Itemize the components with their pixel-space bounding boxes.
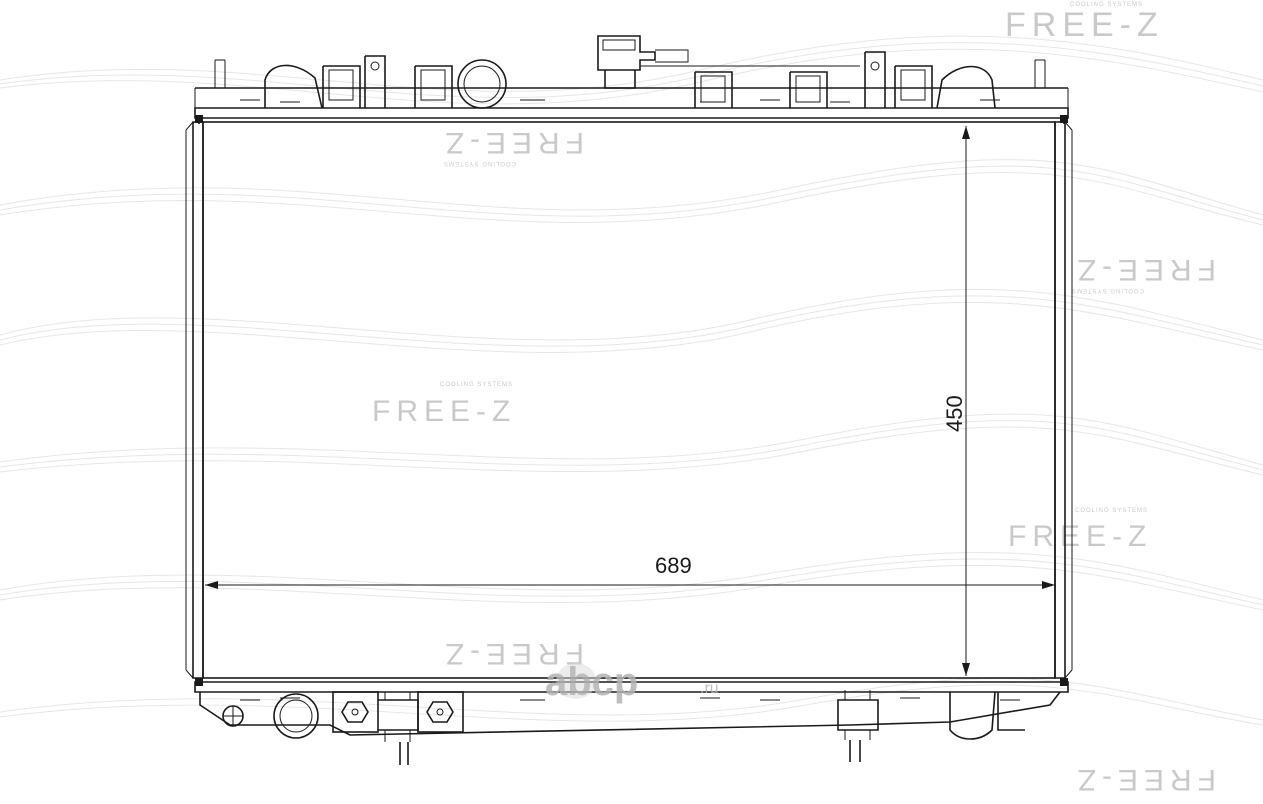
height-arrow-top (962, 126, 970, 139)
dimension-annotations: 689 450 (205, 126, 1055, 676)
watermark-tagline-mirrored-2: COOLING SYSTEMS (1071, 287, 1144, 293)
abcp-logo: abcp .ru (545, 660, 719, 704)
watermark-tagline-right: COOLING SYSTEMS (1075, 508, 1148, 514)
watermark-tagline-center: COOLING SYSTEMS (440, 382, 513, 388)
watermarks: FREE-Z COOLING SYSTEMS FREE-Z COOLING SY… (372, 2, 1216, 796)
watermark-tagline-mirrored-1: COOLING SYSTEMS (443, 160, 516, 166)
watermark-brand-mirrored-4: FREE-Z (1072, 763, 1216, 796)
watermark-brand-mirrored-3: FREE-Z (440, 637, 584, 670)
height-arrow-bottom (962, 663, 970, 676)
watermark-brand-mirrored-2: FREE-Z (1072, 253, 1216, 286)
background-waves (0, 35, 1263, 726)
abcp-logo-text: abcp (545, 660, 638, 704)
width-dimension-label: 689 (655, 553, 692, 578)
watermark-brand-mirrored-1: FREE-Z (440, 126, 584, 159)
height-dimension-label: 450 (942, 395, 967, 432)
abcp-logo-tld: .ru (700, 680, 719, 697)
watermark-tagline-top-right: COOLING SYSTEMS (1070, 2, 1143, 8)
width-arrow-right (1042, 581, 1055, 589)
watermark-brand-center: FREE-Z (372, 395, 516, 428)
watermark-brand-top-right: FREE-Z (1005, 6, 1164, 44)
width-arrow-left (205, 581, 218, 589)
top-tank (194, 35, 1069, 124)
watermark-brand-right: FREE-Z (1008, 520, 1152, 553)
bottom-tank (194, 678, 1069, 765)
